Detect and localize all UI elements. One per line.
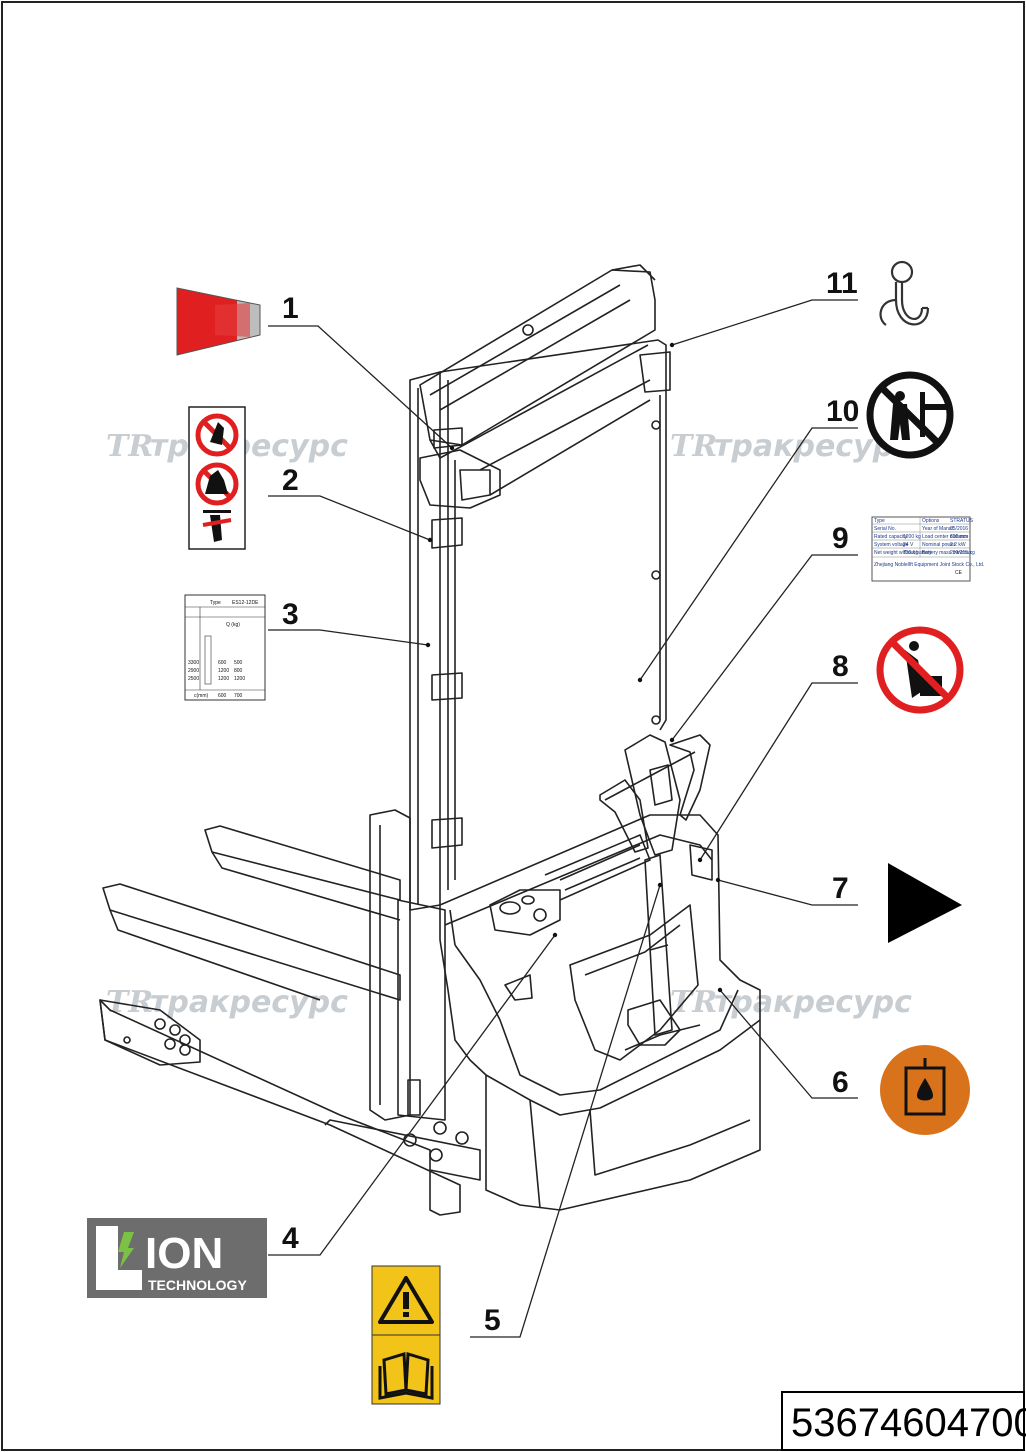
svg-text:Type: Type — [210, 600, 221, 606]
svg-text:System voltage: System voltage — [874, 542, 908, 548]
callout-9: 9 — [832, 522, 849, 555]
svg-text:1200: 1200 — [218, 668, 229, 674]
direction-arrow-icon — [888, 863, 962, 943]
part-number-box: 536746047001 — [781, 1391, 1026, 1451]
callout-7: 7 — [832, 872, 849, 905]
svg-text:TR: TR — [670, 429, 717, 464]
callout-5: 5 — [484, 1304, 501, 1337]
svg-text:800: 800 — [234, 668, 243, 674]
manual-book-icon — [378, 1352, 434, 1400]
svg-text:720 kg: 720 kg — [903, 550, 918, 556]
svg-text:24 V: 24 V — [903, 542, 914, 548]
svg-text:536746047001: 536746047001 — [791, 1401, 1026, 1445]
svg-text:1200: 1200 — [218, 676, 229, 682]
no-standing-under-load-icon — [866, 371, 954, 459]
svg-text:1200 kg: 1200 kg — [903, 534, 921, 540]
warning-triangle-icon — [378, 1276, 434, 1324]
leader-dots — [425, 342, 723, 993]
svg-text:Load center distance: Load center distance — [922, 534, 969, 540]
svg-text:CE: CE — [955, 570, 963, 576]
svg-text:TECHNOLOGY: TECHNOLOGY — [148, 1277, 247, 1293]
svg-text:05/2016: 05/2016 — [950, 526, 968, 532]
svg-text:2.2 kW: 2.2 kW — [950, 542, 966, 548]
svg-text:тракресурс: тракресурс — [714, 985, 912, 1020]
watermark-1: TR тракресурс — [106, 429, 348, 464]
svg-text:Net weight without battery: Net weight without battery — [874, 550, 932, 556]
svg-text:1200: 1200 — [234, 676, 245, 682]
callout-3: 3 — [282, 598, 299, 631]
pallet-stacker-drawing — [99, 264, 761, 1216]
callout-4: 4 — [282, 1222, 299, 1255]
hydraulic-oil-icon — [880, 1045, 970, 1135]
callout-8: 8 — [832, 650, 849, 683]
svg-text:тракресурс: тракресурс — [150, 985, 348, 1020]
svg-text:Year of Manuf.: Year of Manuf. — [922, 526, 954, 532]
svg-text:500: 500 — [234, 660, 243, 666]
svg-text:Battery mass min/max: Battery mass min/max — [922, 550, 972, 556]
read-manual-warning-decal — [371, 1265, 441, 1405]
leader-lines — [268, 299, 858, 1338]
svg-text:тракресурс: тракресурс — [150, 429, 348, 464]
svg-text:ES12-12DE: ES12-12DE — [232, 600, 259, 606]
no-riding-no-standing-decal-icon — [188, 406, 246, 550]
svg-text:Nominal power: Nominal power — [922, 542, 956, 548]
load-capacity-chart-decal: Type ES12-12DE Q (kg) 3300 600 500 2900 … — [184, 594, 266, 701]
svg-text:STRATUS: STRATUS — [950, 518, 974, 524]
svg-text:Zhejiang NoblelIft Equipment J: Zhejiang NoblelIft Equipment Joint Stock… — [874, 562, 984, 568]
lion-technology-logo: ION TECHNOLOGY — [87, 1218, 267, 1298]
svg-text:ION: ION — [145, 1229, 223, 1278]
svg-text:Q (kg): Q (kg) — [226, 622, 240, 628]
svg-text:600: 600 — [218, 660, 227, 666]
svg-text:c(mm): c(mm) — [194, 693, 208, 699]
svg-text:Type: Type — [874, 518, 885, 524]
no-stepping-on-forks-icon — [876, 626, 964, 714]
watermark-3: TR тракресурс — [106, 985, 348, 1020]
svg-text:Serial No.: Serial No. — [874, 526, 896, 532]
svg-text:TR: TR — [106, 429, 153, 464]
callout-10: 10 — [826, 395, 859, 428]
callout-1: 1 — [282, 292, 299, 325]
watermark-4: TR тракресурс — [670, 985, 912, 1020]
nameplate-decal: Type Options STRATUS Serial No. Year of … — [871, 516, 984, 582]
svg-text:600: 600 — [218, 693, 227, 699]
callout-11: 11 — [826, 267, 858, 300]
svg-text:2500: 2500 — [188, 676, 199, 682]
callout-2: 2 — [282, 464, 299, 497]
svg-text:700: 700 — [234, 693, 243, 699]
svg-text:200/215 kg: 200/215 kg — [950, 550, 975, 556]
svg-text:Options: Options — [922, 518, 940, 524]
svg-text:600 mm: 600 mm — [950, 534, 968, 540]
red-warning-decal-icon — [176, 287, 261, 356]
svg-text:Rated capacity: Rated capacity — [874, 534, 908, 540]
svg-text:2900: 2900 — [188, 668, 199, 674]
lifting-hook-icon — [879, 260, 930, 326]
callout-6: 6 — [832, 1066, 849, 1099]
svg-text:3300: 3300 — [188, 660, 199, 666]
